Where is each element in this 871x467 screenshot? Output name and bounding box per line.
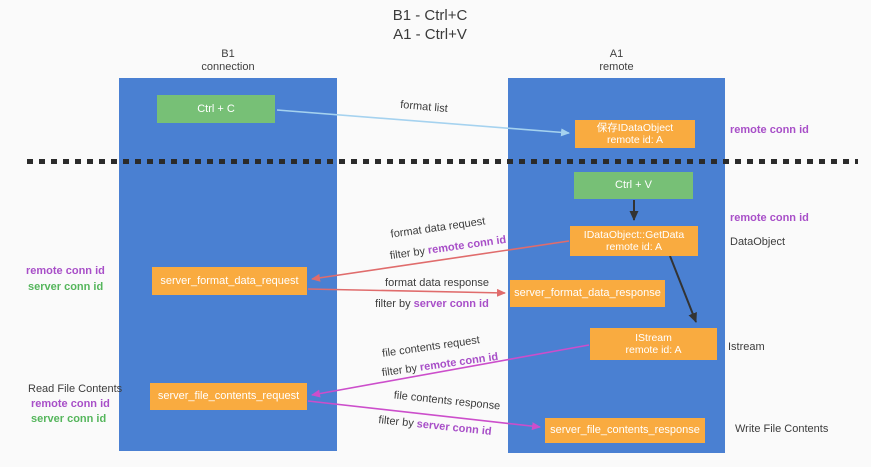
node-server-file-contents-request: server_file_contents_request — [150, 383, 307, 410]
annotation-remote-conn-id-left1: remote conn id — [26, 265, 105, 277]
node-ctrl-c: Ctrl + C — [157, 95, 275, 123]
arrow-format-data-response — [307, 288, 506, 297]
title-line-2: A1 - Ctrl+V — [393, 26, 467, 43]
annotation-istream: Istream — [728, 341, 765, 353]
copy-paste-divider-dashed-line — [27, 159, 858, 164]
title-line-1: B1 - Ctrl+C — [392, 7, 468, 24]
node-server-format-data-request-label: server_format_data_request — [160, 274, 299, 287]
filter-by-value-3: remote conn id — [419, 350, 499, 374]
annotation-remote-conn-id-top: remote conn id — [730, 124, 809, 136]
node-save-idataobject: 保存IDataObject remote id: A — [575, 120, 695, 148]
filter-by-value-4: server conn id — [416, 418, 493, 438]
annotation-dataobject: DataObject — [730, 236, 786, 248]
annotation-read-file-contents: Read File Contents — [28, 383, 123, 395]
diagram-title: B1 - Ctrl+C A1 - Ctrl+V — [0, 6, 860, 44]
label-file-contents-response: file contents response — [393, 389, 501, 413]
node-istream-line1: IStream — [635, 331, 672, 344]
node-save-idataobject-line1: 保存IDataObject — [596, 121, 674, 134]
filter-by-prefix-4: filter by — [377, 414, 415, 430]
node-server-format-data-response-label: server_format_data_response — [514, 287, 661, 299]
node-server-file-contents-response: server_file_contents_response — [545, 418, 705, 443]
filter-by-prefix-1: filter by — [389, 245, 426, 263]
node-istream: IStream remote id: A — [590, 328, 717, 360]
node-ctrl-v-label: Ctrl + V — [615, 179, 652, 191]
lane-header-a1: A1 remote — [508, 48, 725, 74]
filter-by-prefix-3: filter by — [381, 362, 418, 380]
node-save-idataobject-line2: remote id: A — [606, 134, 664, 146]
lane-b1-role: connection — [201, 61, 255, 73]
filter-by-prefix-2: filter by — [375, 298, 411, 310]
label-format-data-response: format data response — [385, 277, 489, 289]
node-istream-line2: remote id: A — [625, 344, 682, 356]
node-server-file-contents-response-label: server_file_contents_response — [550, 424, 700, 436]
node-idataobject-getdata-line2: remote id: A — [605, 241, 663, 253]
annotation-server-conn-id-left2: server conn id — [31, 413, 107, 425]
annotation-server-conn-id-left1: server conn id — [28, 281, 104, 293]
lane-a1-role: remote — [599, 61, 634, 73]
node-server-format-data-response: server_format_data_response — [510, 280, 665, 307]
label-format-list: format list — [399, 98, 449, 116]
filter-by-value-2: server conn id — [413, 298, 489, 310]
filter-by-value-1: remote conn id — [427, 233, 507, 257]
annotation-remote-conn-id-left2: remote conn id — [31, 398, 110, 410]
node-idataobject-getdata-line1: IDataObject::GetData — [583, 228, 685, 241]
node-ctrl-c-label: Ctrl + C — [197, 102, 235, 115]
lane-header-b1: B1 connection — [119, 48, 337, 74]
lane-b1-name: B1 — [221, 48, 235, 60]
annotation-write-file-contents: Write File Contents — [735, 423, 829, 435]
node-server-file-contents-request-label: server_file_contents_request — [157, 390, 300, 402]
lane-a1-name: A1 — [609, 48, 624, 60]
node-idataobject-getdata: IDataObject::GetData remote id: A — [570, 226, 698, 256]
node-ctrl-v: Ctrl + V — [574, 172, 693, 199]
annotation-remote-conn-id-mid: remote conn id — [730, 212, 809, 224]
label-format-data-request: format data request — [389, 215, 487, 241]
node-server-format-data-request: server_format_data_request — [152, 267, 307, 295]
